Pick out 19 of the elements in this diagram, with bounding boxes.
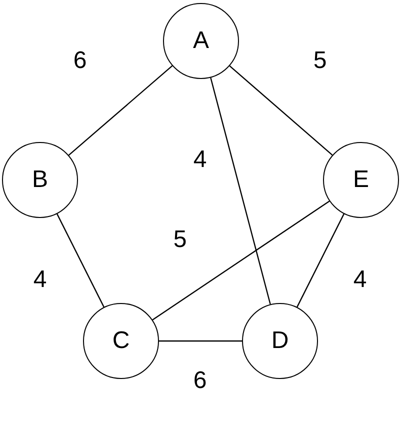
edge-line bbox=[68, 65, 173, 156]
edge-weight-label: 4 bbox=[33, 268, 47, 292]
vertex-label: C bbox=[112, 327, 130, 355]
edge-weight-label: 5 bbox=[173, 228, 187, 252]
edge-weight-label: 6 bbox=[73, 49, 87, 73]
edge-line bbox=[152, 200, 330, 320]
vertex-label: A bbox=[192, 27, 209, 55]
edge-weight-label: 5 bbox=[313, 49, 327, 73]
edge-line bbox=[56, 214, 104, 308]
vertex-label: D bbox=[271, 327, 289, 355]
edge-weight-label: 4 bbox=[353, 268, 367, 292]
vertex-label: B bbox=[32, 166, 48, 194]
edge-weight-label: 4 bbox=[193, 148, 207, 172]
edge-line bbox=[210, 78, 271, 304]
edge-line bbox=[159, 340, 242, 342]
edge-weight-label: 6 bbox=[193, 369, 207, 393]
vertex-label: E bbox=[352, 166, 369, 194]
edge-line bbox=[229, 65, 333, 156]
edge-line bbox=[296, 214, 344, 308]
